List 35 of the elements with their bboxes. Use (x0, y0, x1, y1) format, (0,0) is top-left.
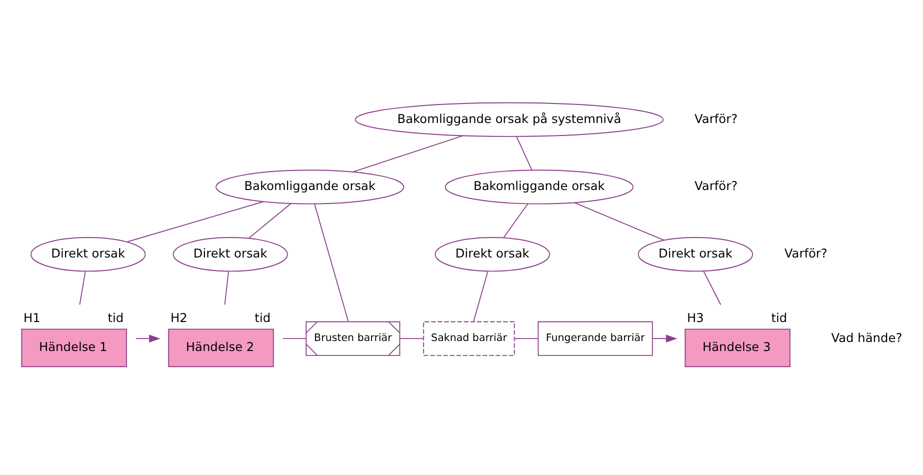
node-box: Fungerande barriär (538, 321, 653, 356)
node-label: H2 (170, 311, 188, 326)
arrow (652, 334, 678, 342)
connector (574, 202, 664, 241)
node-ellipse: Bakomliggande orsak på systemnivå (354, 102, 664, 137)
connector (514, 338, 539, 340)
node-ellipse: Direkt orsak (172, 237, 288, 272)
node-label: tid (254, 311, 271, 326)
connector (503, 203, 528, 238)
connector (516, 136, 532, 170)
connector (352, 135, 464, 172)
label: Vad hände? (831, 330, 902, 345)
connector (703, 270, 722, 306)
node-ellipse: Direkt orsak (638, 237, 754, 272)
connector (473, 270, 488, 322)
connector (126, 201, 264, 242)
node-box: Saknad barriär (423, 321, 515, 356)
node-ellipse: Bakomliggande orsak (444, 170, 634, 204)
connector (79, 271, 86, 306)
node-ellipse: Direkt orsak (30, 237, 146, 272)
node-label: tid (771, 311, 788, 326)
connector (400, 338, 424, 340)
connector (248, 203, 292, 239)
label: Varför? (694, 179, 738, 194)
node-label: H3 (687, 311, 704, 326)
connector (224, 271, 229, 306)
label: Varför? (784, 246, 828, 261)
node-label: H1 (24, 311, 40, 326)
label: Varför? (694, 112, 738, 126)
node-ellipse: Direkt orsak (434, 237, 550, 272)
connector (314, 203, 349, 322)
node-label: tid (108, 311, 124, 326)
node-ellipse: Bakomliggande orsak (216, 170, 404, 204)
arrow (136, 334, 160, 342)
connector (282, 338, 307, 340)
